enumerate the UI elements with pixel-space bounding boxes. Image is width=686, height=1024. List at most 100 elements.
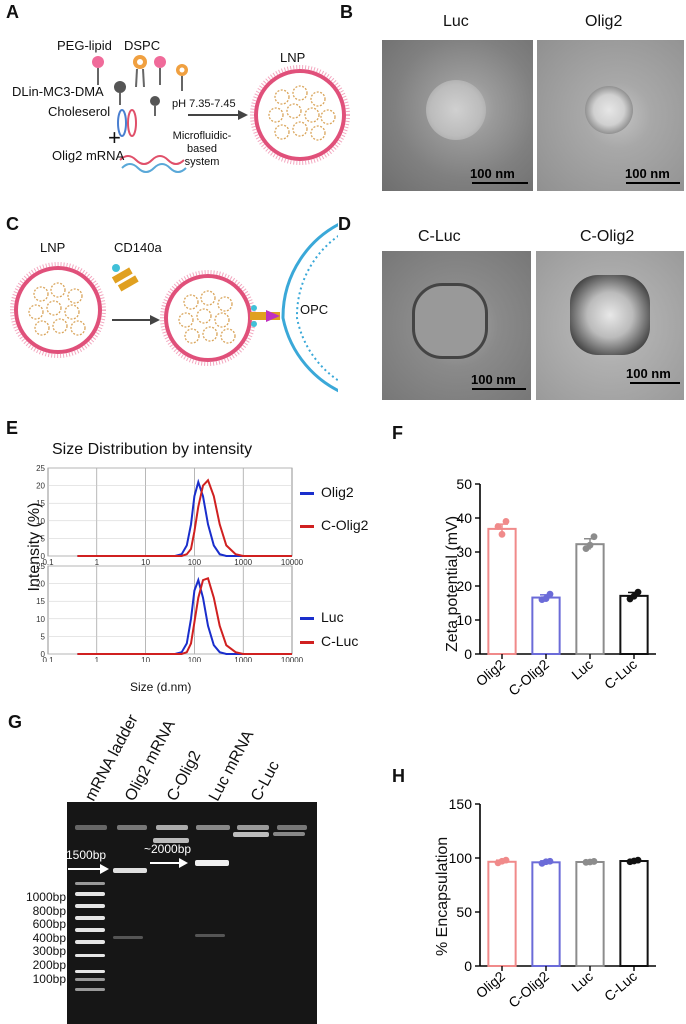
ladder-band [75,882,105,885]
series-line-olig2 [77,478,292,557]
arrow-1500-line [68,868,102,870]
lipid-icon-orange [176,64,188,91]
y-tick-label: 0 [41,552,46,561]
data-point [494,523,502,530]
y-tick-label: 25 [36,464,45,473]
panel-g-label: G [8,712,23,732]
y-tick-label: 20 [36,580,45,589]
microfluidic-label: Microfluidic-based system [158,130,246,169]
opc-label: OPC [300,302,329,317]
panel-a-label: A [6,2,19,22]
x-tick-label-c-luc: C-Luc [601,656,640,692]
x-tick-label: 1 [95,656,100,662]
olig2-faint-band [113,936,143,939]
bar-olig2 [487,527,517,656]
legend-c-luc-swatch [300,641,314,644]
legend-olig2-swatch [300,492,314,495]
ladder-band [75,954,105,957]
x-tick-label: 100 [188,656,202,662]
luc-em-image [382,40,533,191]
bar-c-luc [619,860,649,967]
ladder-band [75,892,105,896]
olig2-em-image [537,40,684,191]
x-tick-label: 1 [95,558,100,567]
bar-luc [575,860,605,967]
well-5 [237,825,269,830]
microfluidic-line1: Microfluidic-based [172,130,232,155]
olig2-em-title: Olig2 [585,13,623,30]
lnp-label: LNP [280,50,306,65]
panel-h-label: H [392,766,405,786]
c-luc-scale-label: 100 nm [471,372,516,387]
olig2-scale-label: 100 nm [625,166,670,181]
x-tick-label-c-luc: C-Luc [601,968,640,1004]
arrow-icon [112,315,160,325]
ladder-band [75,916,105,920]
legend-c-olig2-label: C-Olig2 [321,517,369,533]
lnp-label-c: LNP [40,240,66,255]
y-tick-label: 50 [456,476,472,492]
dlin-label: DLin-MC3-DMA [12,84,104,99]
ladder-band [75,940,105,944]
c-olig2-em-image [536,251,684,400]
x-tick-label: 0.1 [42,656,54,662]
olig2-mrna-label: Olig2 mRNA [52,148,125,163]
mrna-strands-icon [119,155,187,173]
ladder-label: 400bp [32,930,66,945]
panel-e-label: E [6,418,19,438]
plot-frame [47,467,293,557]
c-olig2-scale-label: 100 nm [626,366,671,381]
y-tick-label: 40 [456,510,472,526]
bar-luc [575,543,605,655]
y-tick-label: 15 [36,597,45,606]
panel-d-label: D [338,214,351,234]
cholesterol-icon [117,109,137,137]
dlin-lipid-icon [114,81,126,105]
series-line-luc [77,576,292,655]
luc-scale-bar [472,182,528,184]
dspc-label: DSPC [124,38,161,53]
ladder-band [75,970,105,973]
ladder-label: 100bp [32,971,66,986]
well-4 [196,825,230,830]
x-tick-label: 0.1 [42,558,54,567]
ph-label: pH 7.35-7.45 [172,98,236,110]
legend-c-olig2-swatch [300,525,314,528]
x-tick-label: 1000 [234,656,252,662]
ladder-band [75,928,105,932]
data-point [542,595,550,602]
cd140a-antibody-icon [111,264,139,292]
bar-c-olig2 [531,861,561,967]
y-tick-label: 50 [456,904,472,920]
cholesterol-label: Choleserol [48,104,111,119]
y-tick-label: 25 [36,562,45,571]
process-arrow-icon [188,110,248,120]
targeting-diagram [10,223,338,393]
ladder-band [75,904,105,908]
legend-c-luc-label: C-Luc [321,633,359,649]
luc-faint-band [195,934,225,937]
arrow-2000-line [150,862,180,864]
data-point [634,588,642,596]
data-point [498,530,506,538]
y-tick-label: 150 [449,796,473,812]
y-tick-label: 20 [36,482,45,491]
bar-c-luc [619,594,649,655]
y-tick-label: 5 [41,534,46,543]
y-tick-label: 100 [449,850,473,866]
y-tick-label: 30 [456,544,472,560]
lnp-formulation-diagram [92,55,350,173]
lane-label: C-Olig2 [164,748,205,804]
y-tick-label: 10 [36,615,45,624]
x-tick-label-olig2: Olig2 [473,968,508,1001]
peg-lipid-icon-2 [154,56,166,85]
lane6-band [273,832,305,836]
y-tick-label: 10 [456,612,472,628]
olig2-scale-bar [626,182,680,184]
arrow-1500-icon [100,864,109,874]
panel-c-label: C [6,214,19,234]
size-distribution-title: Size Distribution by intensity [52,441,253,458]
